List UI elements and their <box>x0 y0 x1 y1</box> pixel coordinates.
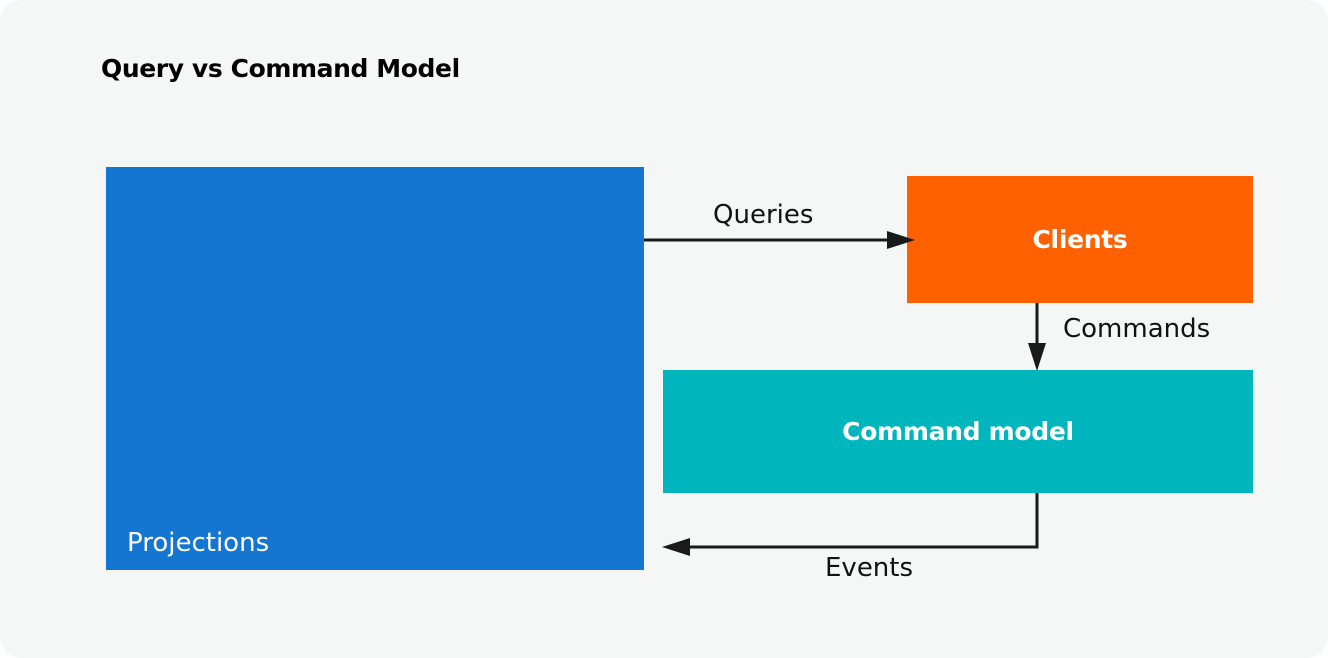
events-edge-label: Events <box>825 553 914 583</box>
clients-label: Clients <box>1032 225 1128 254</box>
diagram-title: Query vs Command Model <box>101 54 460 83</box>
projections-label: Projections <box>127 528 270 558</box>
command-model-node: Command model <box>663 370 1253 493</box>
projections-node: Projections <box>106 167 644 570</box>
events-arrowhead <box>662 538 690 556</box>
queries-edge-label: Queries <box>713 200 814 230</box>
commands-edge-label: Commands <box>1063 314 1211 344</box>
command-model-label: Command model <box>842 417 1074 446</box>
queries-arrowhead <box>887 231 915 249</box>
commands-arrowhead <box>1028 343 1046 371</box>
events-edge-line <box>684 493 1039 549</box>
clients-node: Clients <box>907 176 1253 303</box>
